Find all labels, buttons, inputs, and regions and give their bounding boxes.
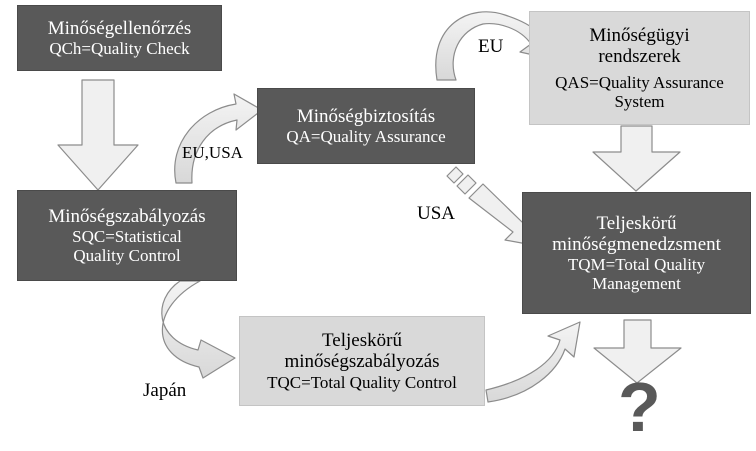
box-statistical-quality-control: Minőségszabályozás SQC=Statistical Quali… — [17, 190, 237, 281]
label-japan: Japán — [143, 380, 187, 401]
arrow-qas-to-tqm — [592, 125, 681, 192]
sqc-title: Minőségszabályozás — [48, 205, 206, 227]
arrow-qch-to-sqc — [57, 79, 139, 191]
arrow-sqc-to-qa — [174, 93, 263, 184]
tqm-title-1: Teljeskörű — [596, 212, 677, 234]
tqm-line-1: TQM=Total Quality — [567, 255, 706, 275]
arrow-sqc-to-tqc — [161, 280, 236, 379]
tqm-line-2: Management — [592, 274, 681, 294]
label-eu-usa: EU,USA — [182, 143, 243, 162]
qas-line-2: System — [614, 92, 665, 112]
qa-line-1: QA=Quality Assurance — [286, 127, 446, 147]
sqc-line-1: SQC=Statistical — [72, 227, 182, 247]
label-usa: USA — [417, 203, 456, 224]
box-total-quality-control: Teljeskörű minőségszabályozás TQC=Total … — [239, 316, 485, 406]
tqc-title-1: Teljeskörű — [322, 330, 402, 352]
qas-line-1: QAS=Quality Assurance — [555, 73, 724, 93]
box-quality-check: Minőségellenőrzés QCh=Quality Check — [17, 5, 222, 71]
box-quality-assurance-system: Minőségügyi rendszerek QAS=Quality Assur… — [529, 11, 750, 125]
qch-line-1: QCh=Quality Check — [49, 39, 190, 59]
box-total-quality-management: Teljeskörű minőségmenedzsment TQM=Total … — [522, 192, 751, 314]
question-mark-icon: ? — [618, 368, 661, 446]
tqc-title-2: minőségszabályozás — [284, 351, 440, 373]
tqm-title-2: minőségmenedzsment — [552, 233, 721, 255]
qa-title: Minőségbiztosítás — [296, 105, 436, 127]
arrow-tqc-to-tqm — [485, 321, 581, 403]
arrow-tqm-to-question — [593, 319, 682, 384]
qch-title: Minőségellenőrzés — [47, 17, 192, 39]
tqc-line-1: TQC=Total Quality Control — [267, 372, 457, 392]
box-quality-assurance: Minőségbiztosítás QA=Quality Assurance — [257, 88, 475, 164]
label-eu: EU — [478, 36, 504, 57]
qas-title-1: Minőségügyi — [589, 24, 690, 46]
qas-title-2: rendszerek — [598, 45, 681, 67]
sqc-line-2: Quality Control — [73, 246, 181, 266]
